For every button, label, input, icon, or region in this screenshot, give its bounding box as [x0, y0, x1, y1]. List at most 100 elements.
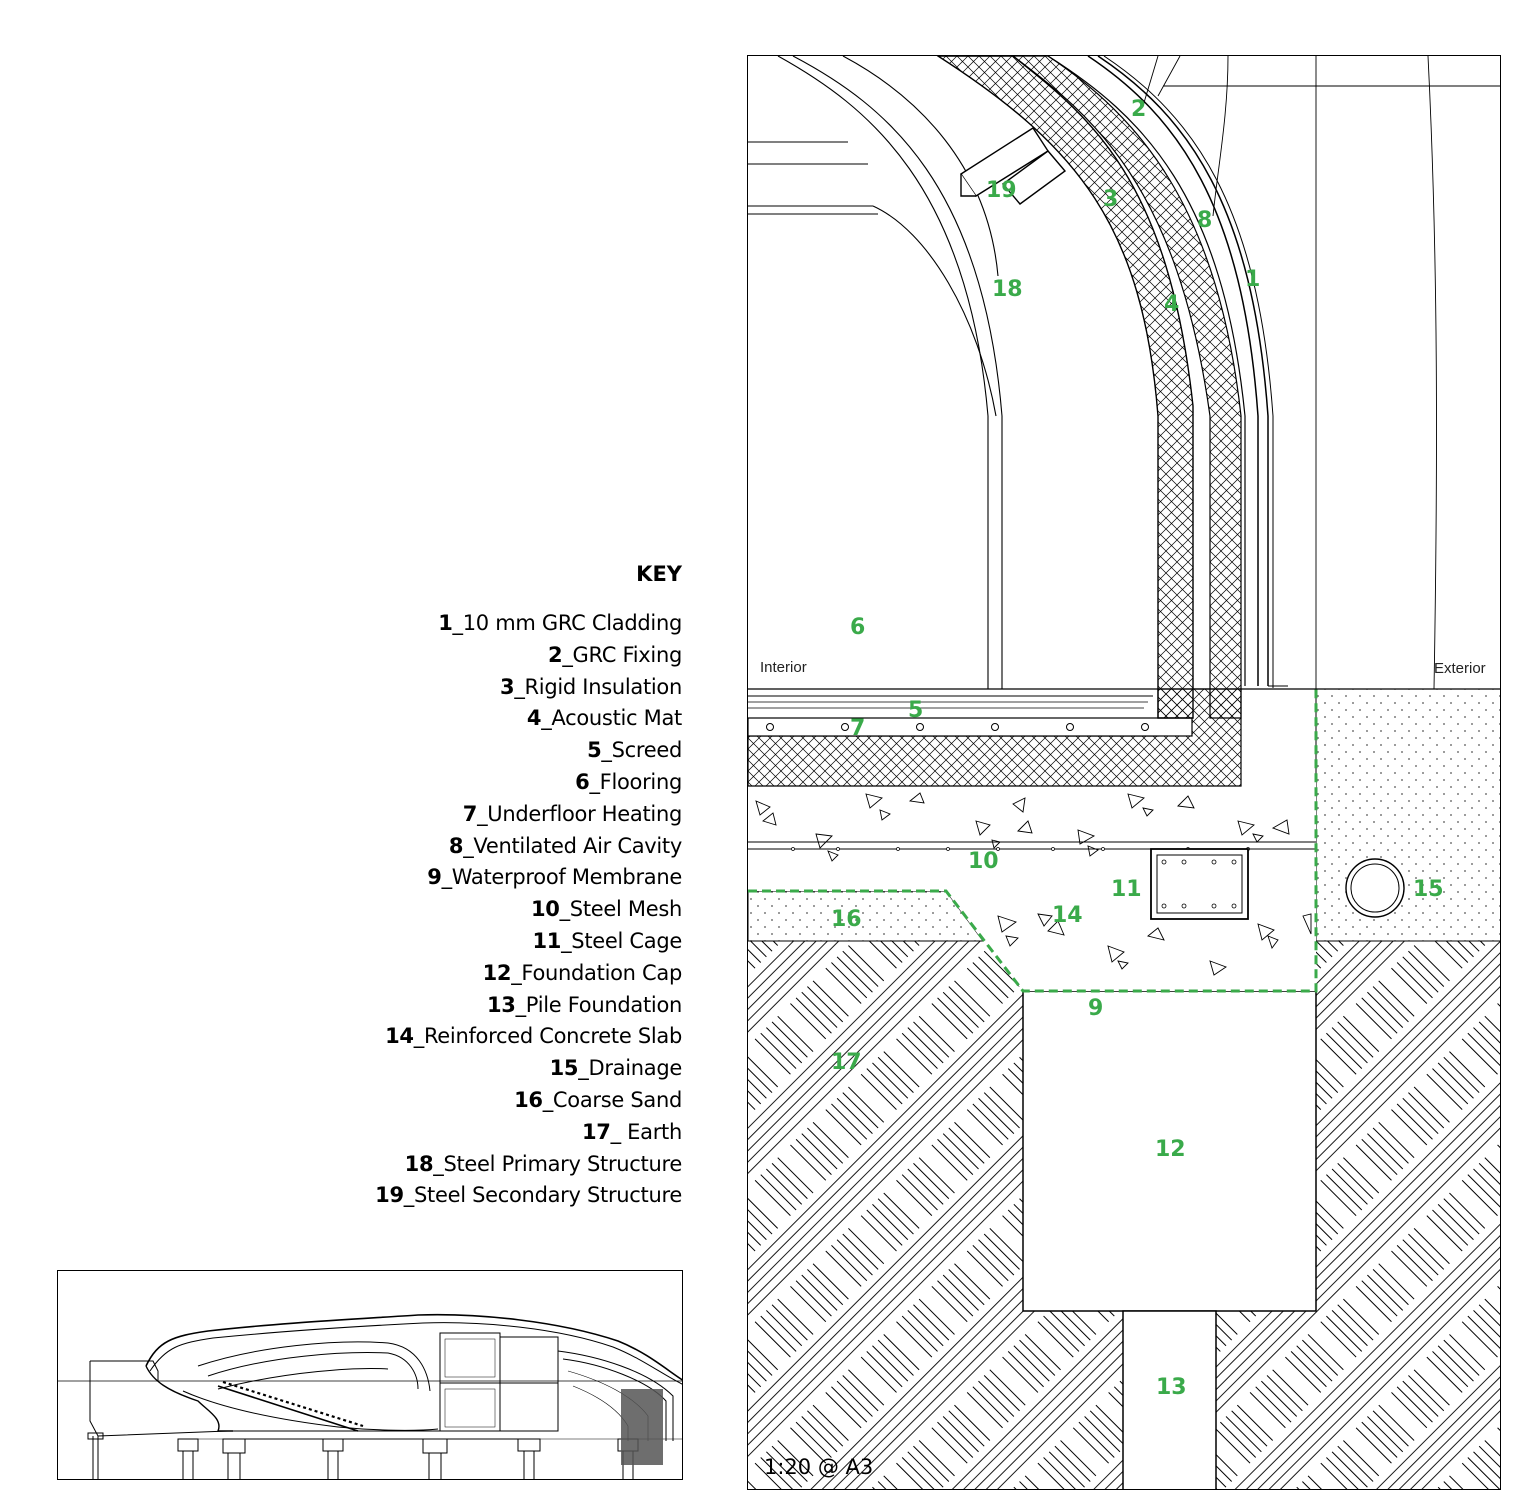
- callout-14: 14: [1052, 903, 1083, 928]
- key-item-number: 10: [530, 897, 560, 922]
- callout-8: 8: [1197, 208, 1212, 233]
- callout-10: 10: [968, 849, 999, 874]
- key-item-label: _Steel Mesh: [559, 897, 683, 922]
- key-item-14: 14_Reinforced Concrete Slab: [375, 1021, 682, 1053]
- overview-svg: [58, 1313, 682, 1479]
- key-item-6: 6_Flooring: [375, 767, 682, 799]
- key-item-label: _Ventilated Air Cavity: [463, 833, 682, 858]
- key-item-number: 16: [514, 1087, 543, 1112]
- callout-6: 6: [850, 615, 865, 640]
- key-item-label: _Coarse Sand: [542, 1087, 683, 1112]
- grc-cladding: [1087, 56, 1259, 686]
- steel-primary-structure: [748, 56, 1003, 689]
- key-item-19: 19_Steel Secondary Structure: [375, 1180, 682, 1212]
- key-item-4: 4_Acoustic Mat: [375, 703, 682, 735]
- key-item-number: 12: [482, 960, 512, 985]
- callout-19: 19: [986, 178, 1017, 203]
- key-item-5: 5_Screed: [375, 735, 682, 767]
- key-item-label: _Rigid Insulation: [514, 674, 682, 699]
- coarse-sand: [748, 890, 984, 942]
- exterior-label: Exterior: [1434, 660, 1486, 677]
- key-item-13: 13_Pile Foundation: [375, 990, 682, 1022]
- callout-1: 1: [1245, 267, 1260, 292]
- key-item-label: _Drainage: [578, 1056, 682, 1081]
- callout-9: 9: [1088, 996, 1103, 1021]
- callout-15: 15: [1413, 877, 1444, 902]
- key-item-12: 12_Foundation Cap: [375, 958, 683, 990]
- wall-insulation: [936, 56, 1194, 719]
- key-item-number: 15: [549, 1056, 579, 1081]
- acoustic-mat: [1012, 56, 1242, 719]
- key-item-17: 17_ Earth: [375, 1117, 682, 1149]
- callout-13: 13: [1156, 1375, 1187, 1400]
- key-item-label: _Steel Secondary Structure: [403, 1183, 683, 1208]
- waterproof-membrane: [748, 689, 1318, 993]
- key-item-16: 16_Coarse Sand: [375, 1085, 682, 1117]
- steel-cage: [1150, 848, 1249, 920]
- key-item-number: 5: [587, 738, 602, 763]
- key-item-number: 4: [526, 706, 542, 731]
- pile-foundation: [1122, 1310, 1217, 1489]
- key-item-18: 18_Steel Primary Structure: [375, 1149, 683, 1181]
- key-item-label: _ Earth: [610, 1119, 683, 1144]
- key-item-number: 19: [375, 1183, 404, 1208]
- key-item-number: 8: [448, 833, 464, 858]
- key-item-number: 1: [438, 611, 453, 635]
- key-item-label: _Waterproof Membrane: [441, 865, 683, 890]
- callout-17: 17: [831, 1050, 862, 1075]
- key-item-label: _Foundation Cap: [511, 960, 682, 985]
- interior-label: Interior: [760, 659, 807, 676]
- key-item-label: _Underfloor Heating: [477, 801, 682, 826]
- callout-12: 12: [1155, 1137, 1186, 1162]
- callout-16: 16: [831, 907, 862, 932]
- key-item-11: 11_Steel Cage: [375, 926, 682, 958]
- callout-5: 5: [908, 698, 923, 723]
- detail-location-highlight: [621, 1389, 663, 1465]
- key-item-label: _GRC Fixing: [562, 642, 682, 667]
- key-item-9: 9_Waterproof Membrane: [375, 862, 682, 894]
- key-item-label: _Steel Primary Structure: [433, 1151, 682, 1176]
- callout-2: 2: [1131, 97, 1146, 122]
- callout-18: 18: [992, 277, 1023, 302]
- key-item-label: _Pile Foundation: [515, 992, 683, 1017]
- key-item-label: _Flooring: [589, 769, 682, 794]
- screed-layer: [748, 717, 1193, 737]
- key-item-15: 15_Drainage: [375, 1053, 683, 1085]
- concrete-slab: [748, 781, 1316, 991]
- key-item-label: _10 mm GRC Cladding: [452, 611, 683, 635]
- key-item-number: 7: [462, 801, 478, 826]
- callout-11: 11: [1111, 877, 1142, 902]
- key-item-label: _Acoustic Mat: [541, 706, 682, 731]
- foundation-cap: [1022, 990, 1317, 1312]
- key-item-label: _Steel Cage: [561, 928, 682, 953]
- key-item-10: 10_Steel Mesh: [375, 894, 682, 926]
- key-item-3: 3_Rigid Insulation: [375, 672, 682, 704]
- key-item-number: 17: [581, 1119, 611, 1144]
- key-item-number: 11: [532, 928, 562, 953]
- key-item-number: 3: [500, 674, 515, 699]
- key-item-number: 2: [548, 642, 563, 667]
- drainage-gravel: [1315, 688, 1500, 942]
- key-item-number: 18: [404, 1151, 434, 1176]
- key-item-label: _Screed: [601, 738, 682, 763]
- detail-section-drawing: Interior Exterior 1:20 @ A3 1 2 3 4 5 6 …: [747, 55, 1501, 1490]
- key-item-2: 2_GRC Fixing: [375, 640, 682, 672]
- scale-label: 1:20 @ A3: [764, 1455, 873, 1479]
- key-item-label: _Reinforced Concrete Slab: [413, 1024, 683, 1049]
- key-item-number: 6: [575, 769, 590, 794]
- overview-section-drawing: [57, 1270, 683, 1480]
- steel-secondary-structure: [960, 127, 1067, 205]
- callout-3: 3: [1103, 187, 1118, 212]
- key-item-1: 1_10 mm GRC Cladding: [375, 608, 682, 640]
- drainage-pipe: [1345, 858, 1405, 918]
- callout-4: 4: [1164, 292, 1179, 317]
- key-item-8: 8_Ventilated Air Cavity: [375, 831, 682, 863]
- key-item-number: 14: [385, 1024, 414, 1049]
- key-item-number: 9: [427, 865, 442, 890]
- callout-7: 7: [850, 716, 865, 741]
- key-item-number: 13: [486, 992, 516, 1017]
- detail-svg: Interior Exterior 1:20 @ A3 1 2 3 4 5 6 …: [748, 56, 1500, 1489]
- key-item-7: 7_Underfloor Heating: [375, 799, 683, 831]
